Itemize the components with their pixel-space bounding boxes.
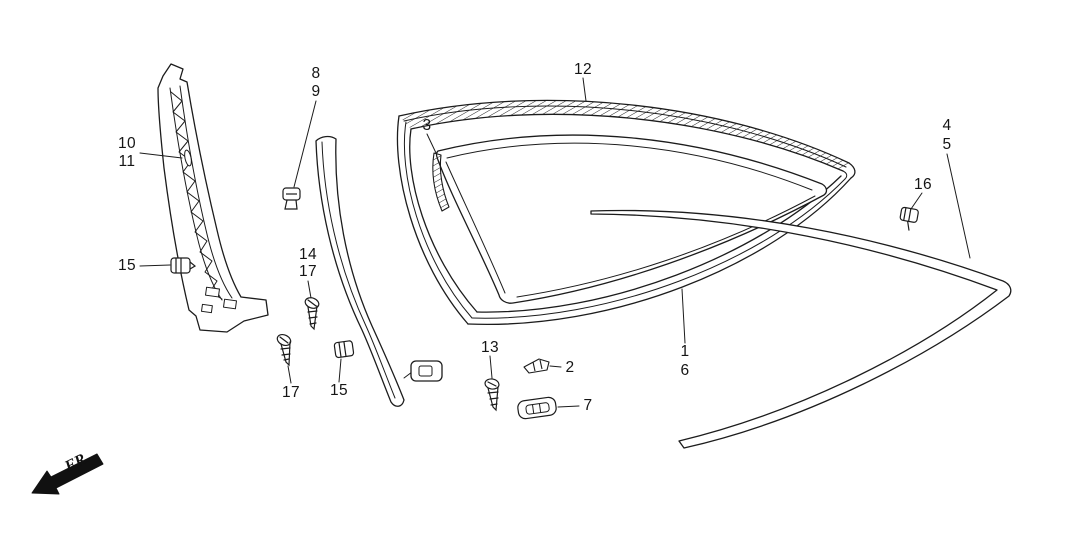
- quarter-trim-strip: [315, 135, 443, 407]
- leader-3: [426, 133, 437, 154]
- callout-17-mid: 17: [298, 263, 318, 280]
- leader-12: [582, 77, 587, 102]
- callout-4: 4: [942, 117, 952, 134]
- leader-lines: [139, 77, 971, 408]
- callout-1: 1: [680, 343, 690, 360]
- callout-14: 14: [298, 246, 318, 263]
- callout-10: 10: [117, 135, 137, 152]
- pillar-clip-icon: [170, 257, 197, 274]
- leader-13: [489, 355, 493, 379]
- grommet-icon: [517, 396, 557, 420]
- callout-13: 13: [480, 339, 500, 356]
- callout-3: 3: [422, 117, 432, 134]
- leader-15-bottom: [338, 358, 342, 383]
- callout-2: 2: [565, 359, 575, 376]
- leader-16: [910, 192, 923, 210]
- screw-icon-a: [304, 297, 320, 331]
- callout-8: 8: [311, 65, 321, 82]
- quarter-molding: [590, 209, 1012, 449]
- callout-6: 6: [680, 362, 690, 379]
- trim-clip-icon: [282, 187, 301, 210]
- leader-14-17: [307, 280, 312, 299]
- leader-8-9: [293, 100, 317, 188]
- callout-16: 16: [913, 176, 933, 193]
- leader-1-6: [681, 288, 686, 344]
- molding-clip-icon: [899, 206, 919, 231]
- trim-clip-bottom-icon: [333, 340, 355, 359]
- quarter-glass: [435, 134, 828, 304]
- callout-11: 11: [118, 153, 136, 170]
- screw-icon-b: [276, 333, 292, 367]
- leader-15-left: [139, 264, 171, 267]
- callout-15-bottom: 15: [329, 382, 349, 399]
- glass-clip-icon: [523, 358, 550, 374]
- callout-15-left: 15: [117, 257, 137, 274]
- leader-17-bottom: [287, 365, 292, 384]
- fr-arrow-icon: [31, 453, 104, 495]
- callout-17-bottom: 17: [281, 384, 301, 401]
- callout-9: 9: [311, 83, 321, 100]
- leader-2: [549, 365, 562, 368]
- glass-weatherstrip: [396, 99, 856, 326]
- callout-7: 7: [583, 397, 593, 414]
- screw-icon-c: [484, 378, 500, 412]
- callout-12: 12: [573, 61, 593, 78]
- pillar-garnish: [157, 63, 269, 333]
- leader-4-5: [946, 153, 971, 259]
- leader-7: [557, 405, 580, 408]
- corner-joint-strip: [432, 152, 450, 212]
- callout-5: 5: [942, 136, 952, 153]
- leader-10-11: [139, 152, 183, 159]
